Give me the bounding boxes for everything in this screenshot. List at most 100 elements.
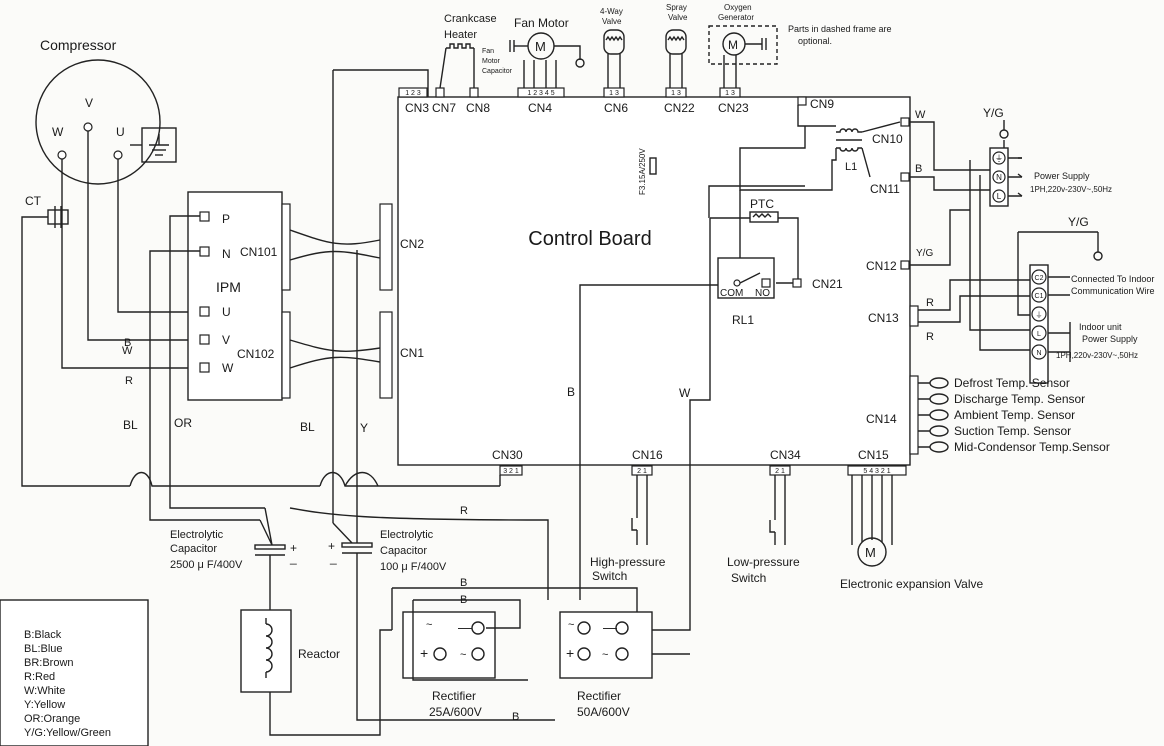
relay-ptc: PTC <box>750 197 774 211</box>
top-connectors: 1 2 3 CN3 CN7 CN8 1 2 3 4 5 CN4 1 3 CN6 … <box>398 87 749 115</box>
cn22-pins: 1 3 <box>671 90 681 97</box>
svg-text:M: M <box>728 38 738 52</box>
legend-yg: Y/G:Yellow/Green <box>24 727 111 739</box>
optional-note-1: Parts in dashed frame are <box>788 24 892 34</box>
rect-wire-b3: B <box>512 711 519 723</box>
cn6-label: CN6 <box>604 101 628 115</box>
high-switch-label-2: Switch <box>592 569 627 583</box>
ps-wire-b: B <box>915 163 922 175</box>
ipm-cn102: CN102 <box>237 347 275 361</box>
indoor-terminal-n: N <box>1036 350 1041 357</box>
relay-no: NO <box>755 288 770 299</box>
cn2-label: CN2 <box>400 237 424 251</box>
wire-label-or: OR <box>174 416 192 430</box>
ps-spec: 1PH,220v-230V~,50Hz <box>1030 185 1112 194</box>
rect-wire-b1: B <box>460 577 467 589</box>
ipm-pin-w: W <box>222 361 234 375</box>
cn30-pins: 3 2 1 <box>503 468 519 475</box>
legend-or: OR:Orange <box>24 713 80 725</box>
compressor-terminal-u: U <box>116 125 125 139</box>
cn3-label: CN3 <box>405 101 429 115</box>
valve4-label-1: 4-Way <box>600 7 623 16</box>
svg-text:M: M <box>535 39 546 54</box>
indoor-unit: Indoor unit <box>1079 322 1122 332</box>
rect1-spec: 25A/600V <box>429 705 482 719</box>
svg-text:+: + <box>566 645 574 661</box>
oxygen-label-1: Oxygen <box>724 3 752 12</box>
electronic-expansion-valve: M Electronic expansion Valve <box>840 475 984 591</box>
svg-text:~: ~ <box>460 649 466 661</box>
legend-bl: BL:Blue <box>24 643 63 655</box>
legend-y: Y:Yellow <box>24 699 65 711</box>
spray-valve: Spray Valve <box>665 3 688 88</box>
sensor-ambient: Ambient Temp. Sensor <box>954 408 1075 422</box>
wire-label-w: W <box>122 345 133 357</box>
valve4-label-2: Valve <box>602 17 622 26</box>
relay-wire-b: B <box>567 385 575 399</box>
rect1-label: Rectifier <box>432 689 476 703</box>
svg-text:~: ~ <box>426 619 432 631</box>
cn12-label: CN12 <box>866 259 897 273</box>
sensor-defrost: Defrost Temp. Sensor <box>954 376 1070 390</box>
rect-wire-b2: B <box>460 594 467 606</box>
ground-label-2: Y/G <box>1068 215 1089 229</box>
svg-text:_: _ <box>289 551 297 565</box>
ipm-pin-u: U <box>222 305 231 319</box>
relay-circuit: L1 COM NO RL1 PTC CN21 <box>579 105 901 631</box>
oxygen-label-2: Generator <box>718 13 754 22</box>
legend-w: W:White <box>24 685 65 697</box>
sensor-list: Defrost Temp. Sensor Discharge Temp. Sen… <box>918 376 1110 454</box>
indoor-spec: 1PH,220v-230V~,50Hz <box>1056 351 1138 360</box>
rect2-spec: 50A/600V <box>577 705 630 719</box>
compressor: Compressor W V U <box>35 37 177 185</box>
indoor-connected: Connected To Indoor <box>1071 274 1154 284</box>
cn4-pins: 1 2 3 4 5 <box>527 90 554 97</box>
cn16-label: CN16 <box>632 448 663 462</box>
right-connectors: CN9 CN10 CN11 CN12 CN13 CN14 <box>797 96 919 455</box>
high-switch-label-1: High-pressure <box>590 555 666 569</box>
indoor-terminal-block: Y/G R R Y/G C2 C1 ⏚ L N Connected To Ind… <box>909 160 1155 384</box>
bottom-connectors: CN30 3 2 1 CN16 2 1 CN34 2 1 CN15 5 4 3 … <box>492 448 907 476</box>
svg-text:+: + <box>420 645 428 661</box>
relay-wire-w: W <box>679 386 691 400</box>
cn13-wire-r2: R <box>926 331 934 343</box>
cn21-label: CN21 <box>812 277 843 291</box>
cap1-label-3: 2500 μ F/400V <box>170 559 243 571</box>
svg-text:M: M <box>865 545 876 560</box>
color-legend: B:Black BL:Blue BR:Brown R:Red W:White Y… <box>0 599 149 746</box>
ipm-module: IPM P N U V W CN101 CN102 <box>187 191 291 401</box>
rectifier-50a: ~ — + ~ Rectifier 50A/600V <box>559 611 653 719</box>
rect2-label: Rectifier <box>577 689 621 703</box>
ct-label: CT <box>25 194 42 208</box>
cn1-header <box>379 311 393 399</box>
compressor-terminal-v: V <box>85 96 93 110</box>
ipm-label: IPM <box>216 279 241 295</box>
fan-cap-label-2: Motor <box>482 58 501 65</box>
cap2-label-1: Electrolytic <box>380 529 434 541</box>
sensor-discharge: Discharge Temp. Sensor <box>954 392 1085 406</box>
ipm-pin-v: V <box>222 333 230 347</box>
wire-label-r: R <box>125 375 133 387</box>
cn2-header <box>379 203 393 291</box>
heater-label-1: Crankcase <box>444 13 497 25</box>
cn12-wire-yg: Y/G <box>916 248 933 259</box>
wire-label-bl-left: BL <box>123 418 138 432</box>
svg-text:+: + <box>290 541 297 555</box>
fuse-label: F3.15A/250V <box>638 148 647 195</box>
ps-terminal-ground: ⏚ <box>995 154 1003 163</box>
low-pressure-switch: Low-pressure Switch <box>727 475 800 585</box>
indoor-terminal-c1: C1 <box>1035 293 1044 300</box>
power-supply-block: W B ⏚ N L Y/G Power Supply 1PH,220v-230V… <box>909 106 1112 207</box>
sensor-suction: Suction Temp. Sensor <box>954 424 1071 438</box>
cn30-label: CN30 <box>492 448 523 462</box>
cn16-pins: 2 1 <box>637 468 647 475</box>
low-switch-label-2: Switch <box>731 571 766 585</box>
cn34-pins: 2 1 <box>775 468 785 475</box>
compressor-label: Compressor <box>40 37 117 53</box>
ps-terminal-l: L <box>997 192 1002 201</box>
fan-cap-label-3: Capacitor <box>482 68 513 75</box>
board-title: Control Board <box>528 228 651 250</box>
high-pressure-switch: High-pressure Switch <box>590 475 666 583</box>
